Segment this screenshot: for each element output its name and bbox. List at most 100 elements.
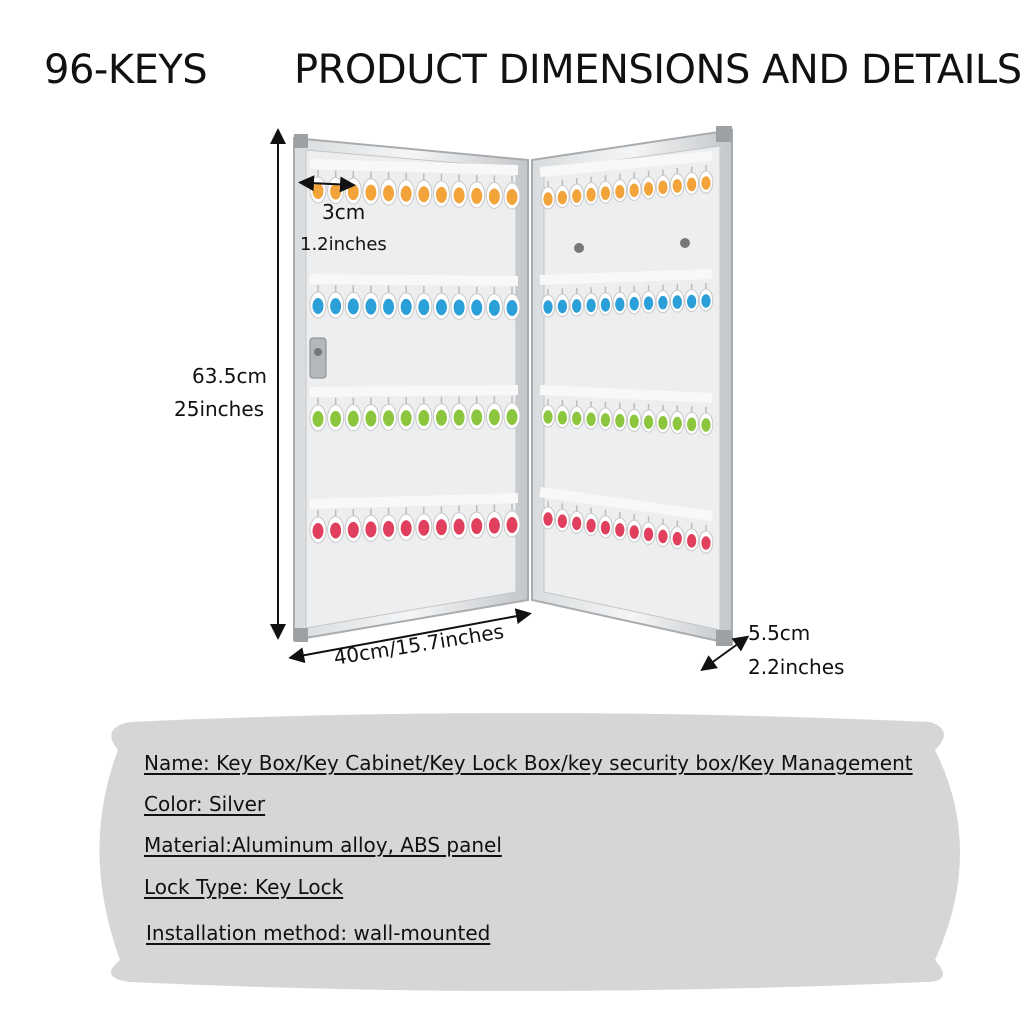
key-tag (327, 397, 345, 432)
spec-material: Material:Aluminum alloy, ABS panel (144, 833, 502, 857)
hook-spacing-arrow (298, 175, 356, 193)
key-tag (569, 178, 585, 207)
key-cabinet-illustration (270, 126, 750, 672)
mounting-hole (680, 238, 690, 248)
key-tag (432, 286, 450, 320)
key-tag (698, 283, 714, 312)
key-tag (468, 396, 486, 430)
key-tag (583, 176, 599, 206)
key-tag (468, 286, 486, 321)
corner-cap (294, 134, 308, 148)
hook-rail (539, 151, 713, 177)
key-tag (485, 286, 503, 321)
height-in: 25inches (174, 397, 265, 421)
hook-rail (309, 274, 519, 286)
mounting-hole (574, 243, 584, 253)
key-tag (583, 507, 599, 537)
key-tag (503, 176, 521, 210)
key-tag (344, 285, 362, 319)
key-tag (362, 397, 380, 431)
width-arrow (288, 608, 532, 664)
key-tag (380, 397, 398, 431)
key-tag (555, 288, 570, 318)
key-tag (380, 285, 398, 320)
key-tag (540, 181, 556, 210)
key-tag (415, 506, 433, 541)
depth-arrow (700, 635, 750, 672)
key-tag (397, 285, 415, 320)
key-tag (397, 172, 415, 207)
key-tag (415, 173, 433, 207)
key-tag (555, 179, 570, 209)
key-tag (415, 396, 433, 431)
key-tag (569, 505, 585, 534)
key-tag (598, 401, 613, 431)
key-tag (612, 402, 628, 432)
hook-rail (539, 487, 713, 521)
corner-cap (716, 126, 732, 142)
key-tag (380, 507, 398, 542)
key-tag (485, 504, 503, 539)
key-tag (555, 399, 570, 429)
depth-in: 2.2inches (748, 655, 845, 679)
key-tag (612, 286, 628, 315)
key-tag (309, 510, 327, 544)
key-tag (669, 405, 685, 435)
key-tag (540, 289, 556, 318)
key-tag (698, 525, 714, 554)
key-tag (641, 404, 656, 433)
key-tag (344, 397, 362, 432)
key-tag (655, 169, 671, 198)
key-tag (450, 505, 468, 540)
depth-cm: 5.5cm (748, 621, 811, 645)
key-tag (698, 165, 714, 194)
spec-lock-type: Lock Type: Key Lock (144, 875, 344, 899)
key-tag (655, 284, 671, 314)
hook-spacing-in: 1.2inches (300, 234, 387, 255)
key-tag (684, 166, 699, 196)
key-tag (397, 397, 415, 431)
key-tag (641, 170, 656, 200)
key-tag (626, 403, 642, 432)
key-tag (362, 508, 380, 542)
key-tag (450, 396, 468, 431)
page-title: PRODUCT DIMENSIONS AND DETAILS (294, 47, 1022, 93)
key-tag (626, 514, 642, 543)
key-tag (327, 285, 345, 319)
door-lock (309, 337, 327, 379)
key-tag (450, 174, 468, 208)
key-tag (309, 285, 327, 319)
key-tag (684, 522, 699, 552)
hook-rail (309, 159, 519, 175)
key-tag (503, 287, 521, 321)
key-tag (655, 518, 671, 548)
key-tag (432, 396, 450, 431)
key-tag (684, 406, 699, 435)
hook-rail (309, 385, 519, 397)
key-tag (380, 172, 398, 206)
key-tag (669, 520, 685, 550)
key-tag (540, 501, 556, 530)
key-tag (344, 508, 362, 543)
key-tag (327, 509, 345, 543)
key-tag (669, 284, 685, 313)
spec-color: Color: Silver (144, 792, 266, 816)
key-tag (641, 516, 656, 545)
key-tag (612, 173, 628, 203)
spec-installation: Installation method: wall-mounted (146, 921, 491, 945)
hook-spacing-cm: 3cm (322, 200, 366, 224)
key-tag (684, 283, 699, 313)
key-tag (583, 287, 599, 316)
key-rows (309, 151, 714, 554)
key-tag (598, 286, 613, 316)
key-tag (569, 287, 585, 317)
key-tag (569, 400, 585, 430)
hook-rail (539, 269, 713, 285)
key-tag (583, 401, 599, 430)
key-tag (397, 507, 415, 541)
key-tag (626, 172, 642, 201)
key-tag (362, 171, 380, 206)
key-tag (598, 509, 613, 539)
keys-count-title: 96-KEYS (44, 47, 208, 93)
